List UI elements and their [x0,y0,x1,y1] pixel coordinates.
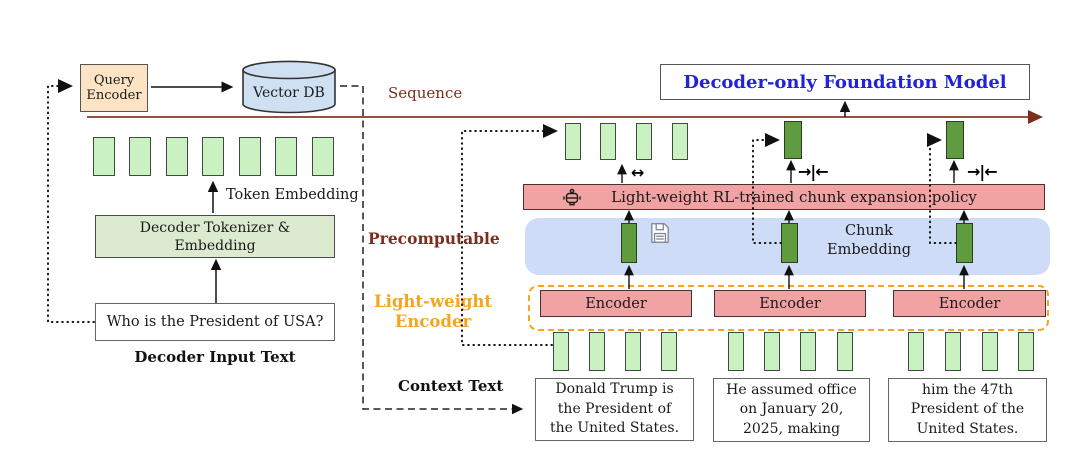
foundation-model-title: Decoder-only Foundation Model [683,71,1007,93]
token [661,332,677,371]
token [312,137,334,176]
context-chunk-box-1: Donald Trump is the President of the Uni… [535,378,694,441]
token [672,123,688,160]
context-chunk-box-2: He assumed office on January 20, 2025, m… [713,378,870,442]
vector-db: Vector DB [240,59,338,115]
chunk-embedding-label: Chunk Embedding [826,223,912,258]
robot-icon [563,188,581,206]
token [837,332,853,371]
encoder-label: Encoder [585,295,647,312]
token [1018,332,1034,371]
token [982,332,998,371]
token [239,137,261,176]
decoder-input-box: Who is the President of USA? [95,303,335,341]
database-cylinder-icon [242,60,336,114]
token [93,137,115,176]
token [908,332,924,371]
token [202,137,224,176]
token [166,137,188,176]
token [589,332,605,371]
chunk-embedding-vector [781,223,798,263]
decoder-tokenizer-label: Decoder Tokenizer & Embedding [139,219,291,254]
sequence-label: Sequence [388,84,463,102]
chunk-embedding-vector [956,223,973,263]
chunk-expansion-policy-box: Light-weight RL-trained chunk expansion … [523,184,1045,210]
token [800,332,816,371]
token [565,123,581,160]
decoder-input-text: Who is the President of USA? [106,314,324,330]
token [636,123,652,160]
context-chunk-box-3: him the 47th President of the United Sta… [888,378,1047,442]
expand-arrows-symbol: ↔ [631,163,644,182]
collapse-arrows-symbol: →|← [798,162,829,181]
lightweight-encoder-label: Light-weight Encoder [374,292,492,331]
token [728,332,744,371]
token [129,137,151,176]
chunk-token [784,121,802,159]
decoder-tokenizer-box: Decoder Tokenizer & Embedding [95,215,335,258]
token [764,332,780,371]
encoder-box-2: Encoder [714,290,866,317]
floppy-disk-save-icon [651,223,669,243]
encoder-box-3: Encoder [893,290,1046,317]
context-chunk-text: He assumed office on January 20, 2025, m… [726,381,857,437]
token [600,123,616,160]
context-caption: Context Text [398,377,504,395]
query-encoder-label: Query Encoder [86,73,142,103]
foundation-model-box: Decoder-only Foundation Model [660,64,1030,100]
encoder-label: Encoder [938,295,1001,312]
token [275,137,297,176]
vector-db-label: Vector DB [253,85,325,101]
chunk-token [946,121,964,159]
encoder-label: Encoder [759,295,821,312]
token-embedding-label: Token Embedding [226,187,359,203]
chunk-embedding-vector [621,223,637,263]
query-encoder-box: Query Encoder [80,64,148,112]
token [625,332,641,371]
token [553,332,569,371]
policy-label: Light-weight RL-trained chunk expansion … [611,188,977,206]
collapse-arrows-symbol: →|← [967,162,998,181]
dotted-query-path [47,79,95,323]
decoder-input-caption: Decoder Input Text [134,348,296,366]
encoder-box-1: Encoder [540,290,692,317]
precomputable-label: Precomputable [368,229,500,248]
token [945,332,961,371]
context-chunk-text: Donald Trump is the President of the Uni… [549,381,680,437]
context-chunk-text: him the 47th President of the United Sta… [910,381,1025,437]
